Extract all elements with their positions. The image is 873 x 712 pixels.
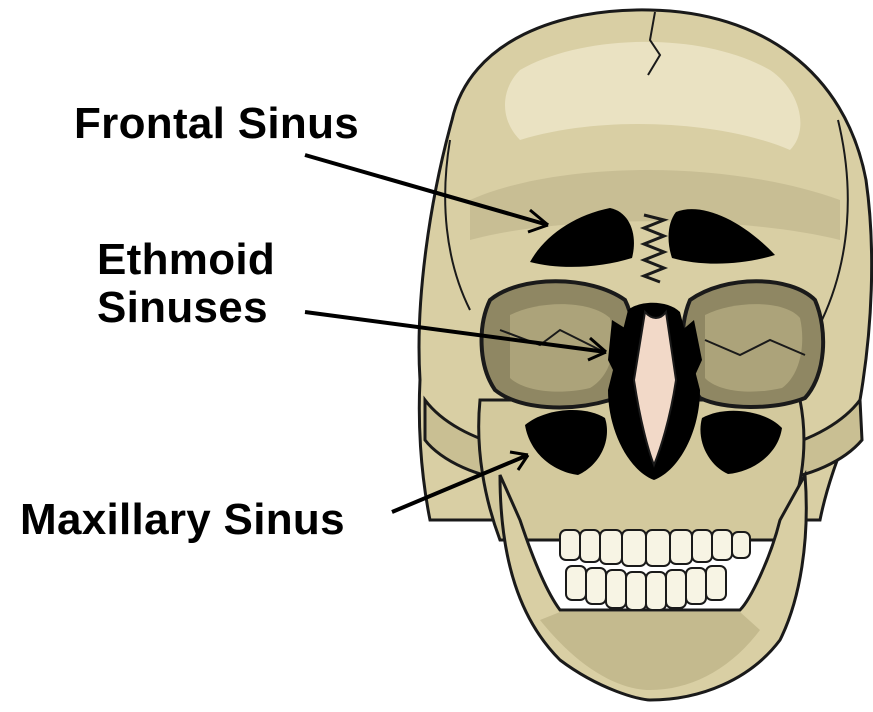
- lower-teeth: [566, 566, 726, 610]
- ethmoid-label-line2: Sinuses: [97, 284, 275, 332]
- maxillary-sinus-label: Maxillary Sinus: [20, 496, 345, 544]
- ethmoid-label-line1: Ethmoid: [97, 236, 275, 284]
- frontal-sinus-label: Frontal Sinus: [74, 100, 359, 148]
- upper-teeth: [560, 530, 750, 566]
- ethmoid-sinuses-label: Ethmoid Sinuses: [97, 236, 275, 332]
